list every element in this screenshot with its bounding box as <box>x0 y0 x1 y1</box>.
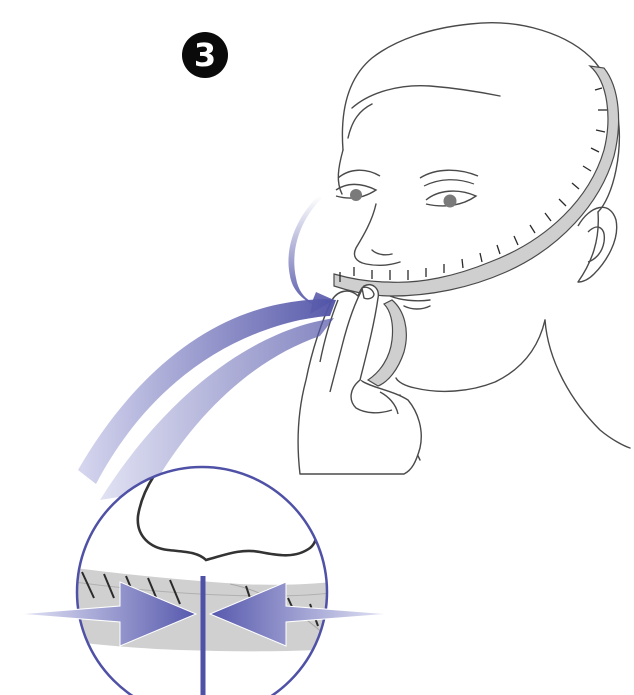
ear <box>578 207 617 282</box>
magnifier-callout <box>60 440 350 695</box>
right-eye <box>420 170 478 207</box>
measuring-tape <box>334 66 619 296</box>
left-eye <box>336 170 380 201</box>
curved-pointer-arrow <box>288 196 334 314</box>
tape-tick-marks <box>340 88 607 282</box>
